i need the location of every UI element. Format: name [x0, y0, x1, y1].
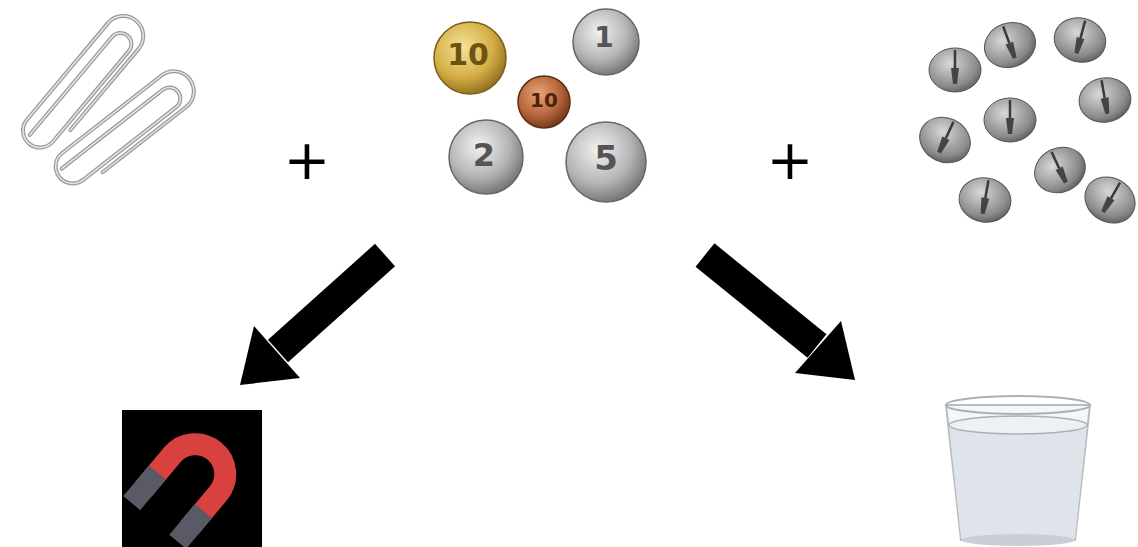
push-pins	[912, 12, 1138, 232]
coin-value: 2	[473, 139, 495, 171]
paper-clips	[16, 8, 202, 195]
coin-value: 10	[530, 90, 558, 110]
glass-of-water	[946, 396, 1090, 546]
coin-value: 5	[594, 141, 618, 175]
plus-sign: +	[284, 132, 331, 188]
coin-value: 10	[447, 40, 489, 70]
magnet	[122, 410, 262, 547]
coin-value: 1	[594, 24, 613, 52]
plus-sign: +	[767, 132, 814, 188]
coins	[434, 9, 646, 202]
arrows	[240, 255, 855, 385]
